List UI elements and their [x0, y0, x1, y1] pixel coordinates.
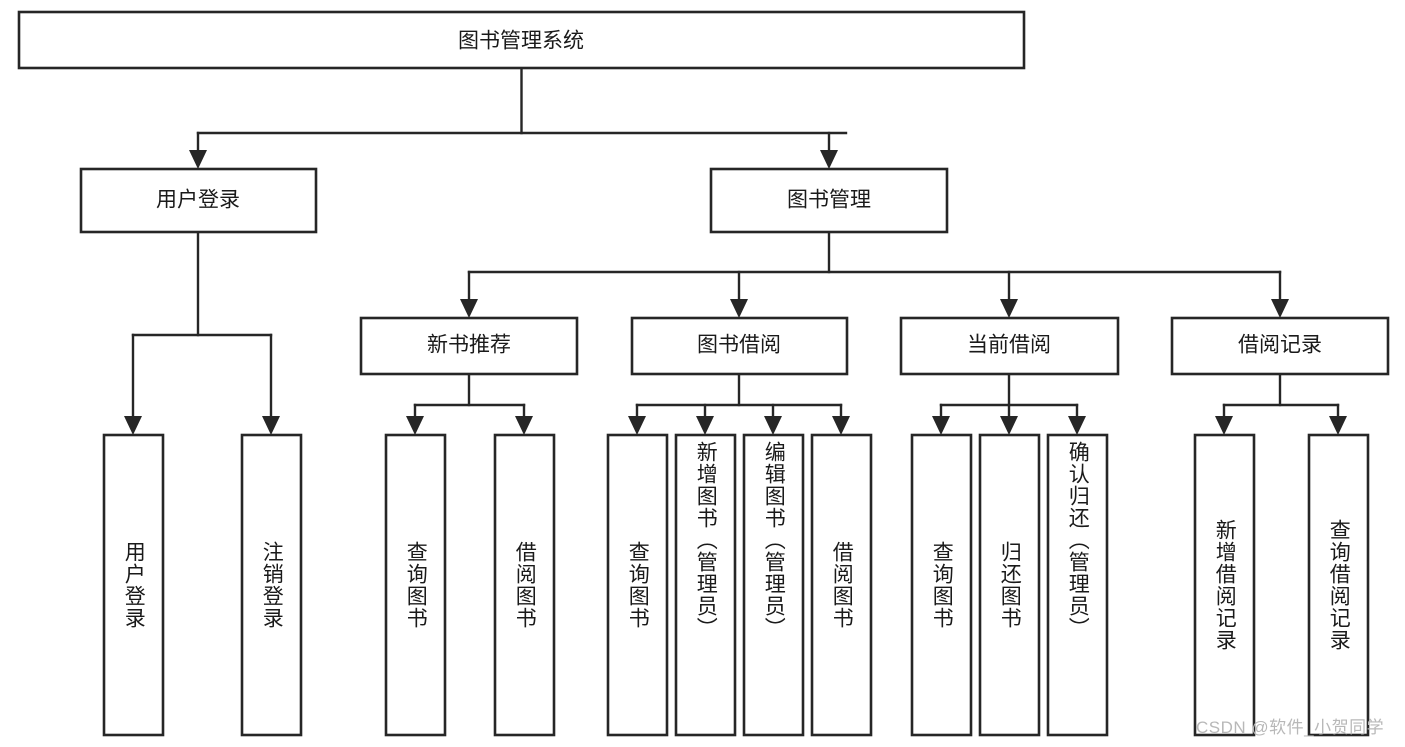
- label-book-management: 图书管理: [787, 189, 871, 212]
- arrowhead-leaf-newbook-query: [406, 416, 424, 435]
- arrowhead-leaf-cb-query: [932, 416, 950, 435]
- label-user-login: 用户登录: [156, 189, 240, 212]
- node-user-login[interactable]: [79, 167, 318, 234]
- arrowhead-leaf-bb-borrow: [832, 416, 850, 435]
- arrowhead-book-mgmt: [820, 150, 838, 169]
- node-box-group: [17, 10, 1390, 737]
- arrowhead-book-borrow: [730, 299, 748, 318]
- node-leaf-logout-login[interactable]: [240, 433, 303, 737]
- node-book-management[interactable]: [709, 167, 949, 234]
- node-leaf-bb-add-book[interactable]: [674, 433, 737, 737]
- label-current-borrow: 当前借阅: [967, 334, 1051, 357]
- node-leaf-nb-query-book[interactable]: [384, 433, 447, 737]
- label-new-book-recommend: 新书推荐: [427, 334, 511, 357]
- arrowhead-borrow-record: [1271, 299, 1289, 318]
- node-leaf-cb-return-book[interactable]: [978, 433, 1041, 737]
- node-new-book-recommend[interactable]: [359, 316, 579, 376]
- label-root-book-management-system: 图书管理系统: [458, 30, 584, 53]
- arrowhead-leaf-br-query: [1329, 416, 1347, 435]
- arrowhead-current-borrow: [1000, 299, 1018, 318]
- csdn-watermark: CSDN @软件_小贺同学: [1196, 718, 1385, 737]
- arrowhead-leaf-cb-return: [1000, 416, 1018, 435]
- node-leaf-cb-confirm-return[interactable]: [1046, 433, 1109, 737]
- arrowhead-leaf-bb-add: [696, 416, 714, 435]
- node-borrow-record[interactable]: [1170, 316, 1390, 376]
- arrowhead-leaf-br-add: [1215, 416, 1233, 435]
- arrowhead-leaf-bb-edit: [764, 416, 782, 435]
- arrowhead-leaf-logout-login: [262, 416, 280, 435]
- arrowhead-leaf-bb-query: [628, 416, 646, 435]
- arrowhead-leaf-newbook-borrow: [515, 416, 533, 435]
- node-leaf-br-query-record[interactable]: [1307, 433, 1370, 737]
- arrowhead-leaf-cb-confirm: [1068, 416, 1086, 435]
- arrowhead-leaf-user-login: [124, 416, 142, 435]
- node-leaf-user-login[interactable]: [102, 433, 165, 737]
- node-current-borrow[interactable]: [899, 316, 1120, 376]
- label-book-borrow: 图书借阅: [697, 334, 781, 357]
- node-leaf-nb-borrow-book[interactable]: [493, 433, 556, 737]
- connector-group: [124, 66, 1347, 435]
- arrowhead-new-book-recommend: [460, 299, 478, 318]
- label-borrow-record: 借阅记录: [1238, 334, 1322, 357]
- node-book-borrow[interactable]: [630, 316, 849, 376]
- node-leaf-bb-query-book[interactable]: [606, 433, 669, 737]
- node-leaf-bb-edit-book[interactable]: [742, 433, 805, 737]
- node-root-book-management-system[interactable]: [17, 10, 1026, 70]
- node-leaf-br-add-record[interactable]: [1193, 433, 1256, 737]
- arrowhead-user-login: [189, 150, 207, 169]
- horizontal-label-group: 图书管理系统 用户登录 图书管理 新书推荐 图书借阅 当前借阅 借阅记录: [156, 30, 1322, 357]
- node-leaf-cb-query-book[interactable]: [910, 433, 973, 737]
- node-leaf-bb-borrow-book[interactable]: [810, 433, 873, 737]
